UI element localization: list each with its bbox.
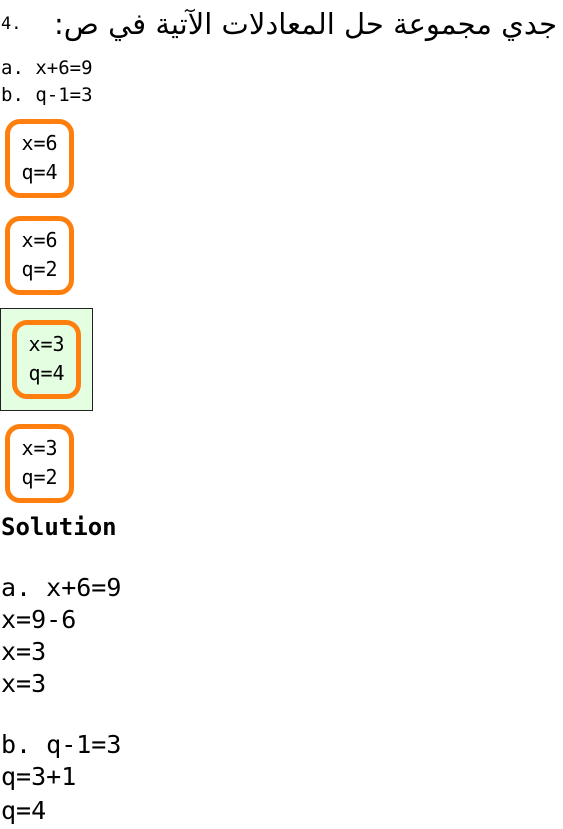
solution-a-line-2: x=9-6 [1,605,77,634]
question-number: 4. [1,14,22,34]
option-4-line-1: x=3 [21,436,58,460]
answer-option-2[interactable]: x=6 q=2 [5,216,74,295]
answer-option-4[interactable]: x=3 q=2 [5,424,74,503]
answer-option-3-selected-highlight[interactable]: x=3 q=4 [0,308,93,411]
answer-option-3[interactable]: x=3 q=4 [12,320,81,399]
solution-b-line-3: q=4 [1,796,47,825]
solution-b-line-1: b. q-1=3 [1,730,122,759]
equation-a: a. x+6=9 [1,57,93,79]
option-4-line-2: q=2 [21,465,58,489]
answer-option-1[interactable]: x=6 q=4 [5,119,74,198]
solution-a-line-1: a. x+6=9 [1,573,122,602]
option-2-line-2: q=2 [21,257,58,281]
option-2-line-1: x=6 [21,228,58,252]
solution-a-line-4: x=3 [1,669,47,698]
option-1-line-1: x=6 [21,131,58,155]
question-prompt: جدي مجموعة حل المعادلات الآتية في ص: [54,7,557,41]
solution-title: Solution [1,513,117,541]
option-3-line-1: x=3 [28,332,65,356]
solution-b-line-2: q=3+1 [1,762,77,791]
option-1-line-2: q=4 [21,160,58,184]
equation-b: b. q-1=3 [1,84,93,106]
solution-a-line-3: x=3 [1,637,47,666]
option-3-line-2: q=4 [28,361,65,385]
